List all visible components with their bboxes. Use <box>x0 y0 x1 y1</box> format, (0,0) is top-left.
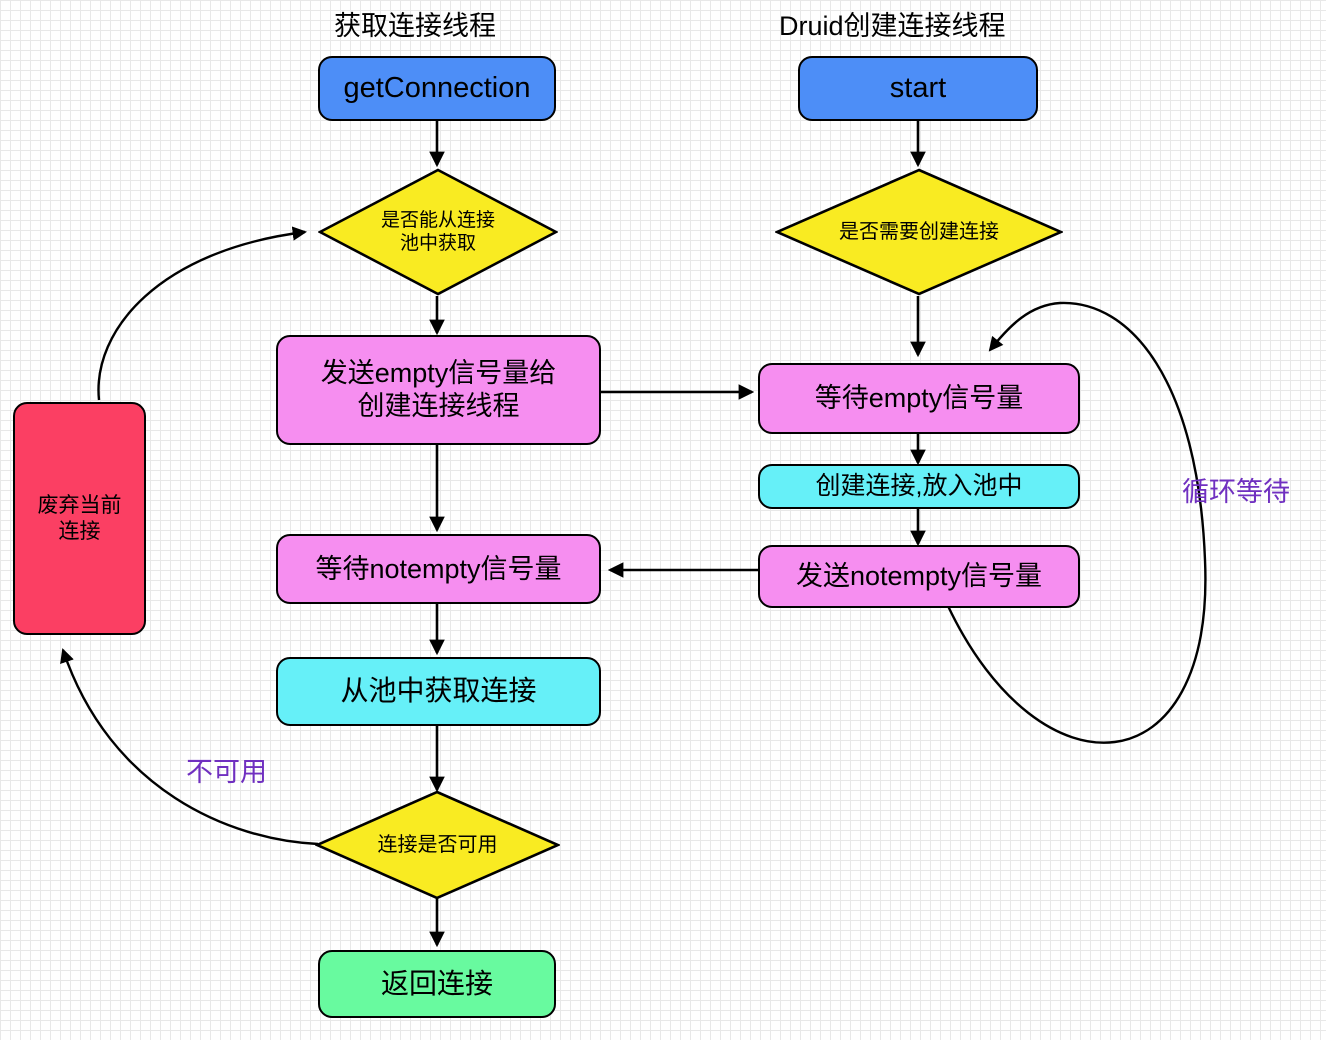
node-get-conn-from-pool[interactable]: 从池中获取连接 <box>276 657 601 726</box>
node-discard-connection[interactable]: 废弃当前 连接 <box>13 402 146 635</box>
node-can-get-from-pool-label: 是否能从连接 池中获取 <box>380 209 495 254</box>
diamond-shape <box>775 168 1063 296</box>
annotation-loop-wait: 循环等待 <box>1182 477 1290 507</box>
node-send-notempty-signal-label: 发送notempty信号量 <box>795 561 1043 592</box>
node-wait-empty-signal-label: 等待empty信号量 <box>814 383 1024 414</box>
diamond-shape <box>315 790 560 900</box>
node-return-connection-label: 返回连接 <box>380 967 493 999</box>
node-send-empty-signal-label: 发送empty信号量给 创建连接线程 <box>320 358 557 421</box>
diamond-shape <box>318 168 558 296</box>
node-get-connection[interactable]: getConnection <box>318 56 556 121</box>
node-start-label: start <box>889 71 947 104</box>
node-can-get-from-pool[interactable]: 是否能从连接 池中获取 <box>318 168 558 296</box>
node-create-conn-into-pool-label: 创建连接,放入池中 <box>815 472 1023 501</box>
node-need-create-conn-label: 是否需要创建连接 <box>839 220 999 243</box>
node-return-connection[interactable]: 返回连接 <box>318 950 556 1018</box>
node-wait-notempty-signal[interactable]: 等待notempty信号量 <box>276 534 601 604</box>
annotation-unavailable: 不可用 <box>186 757 267 787</box>
edge-discard-to-canget <box>97 226 308 401</box>
lane-title-left: 获取连接线程 <box>334 11 496 41</box>
node-send-notempty-signal[interactable]: 发送notempty信号量 <box>758 545 1080 608</box>
node-discard-connection-label: 废弃当前 连接 <box>37 493 122 543</box>
node-get-conn-from-pool-label: 从池中获取连接 <box>340 675 537 707</box>
node-create-conn-into-pool[interactable]: 创建连接,放入池中 <box>758 464 1080 509</box>
node-is-conn-available[interactable]: 连接是否可用 <box>315 790 560 900</box>
node-need-create-conn[interactable]: 是否需要创建连接 <box>775 168 1063 296</box>
node-send-empty-signal[interactable]: 发送empty信号量给 创建连接线程 <box>276 335 601 445</box>
node-is-conn-available-label: 连接是否可用 <box>377 833 498 856</box>
node-get-connection-label: getConnection <box>343 71 531 104</box>
lane-title-right: Druid创建连接线程 <box>779 11 1006 41</box>
node-start[interactable]: start <box>798 56 1038 121</box>
node-wait-empty-signal[interactable]: 等待empty信号量 <box>758 363 1080 434</box>
node-wait-notempty-signal-label: 等待notempty信号量 <box>315 553 562 584</box>
